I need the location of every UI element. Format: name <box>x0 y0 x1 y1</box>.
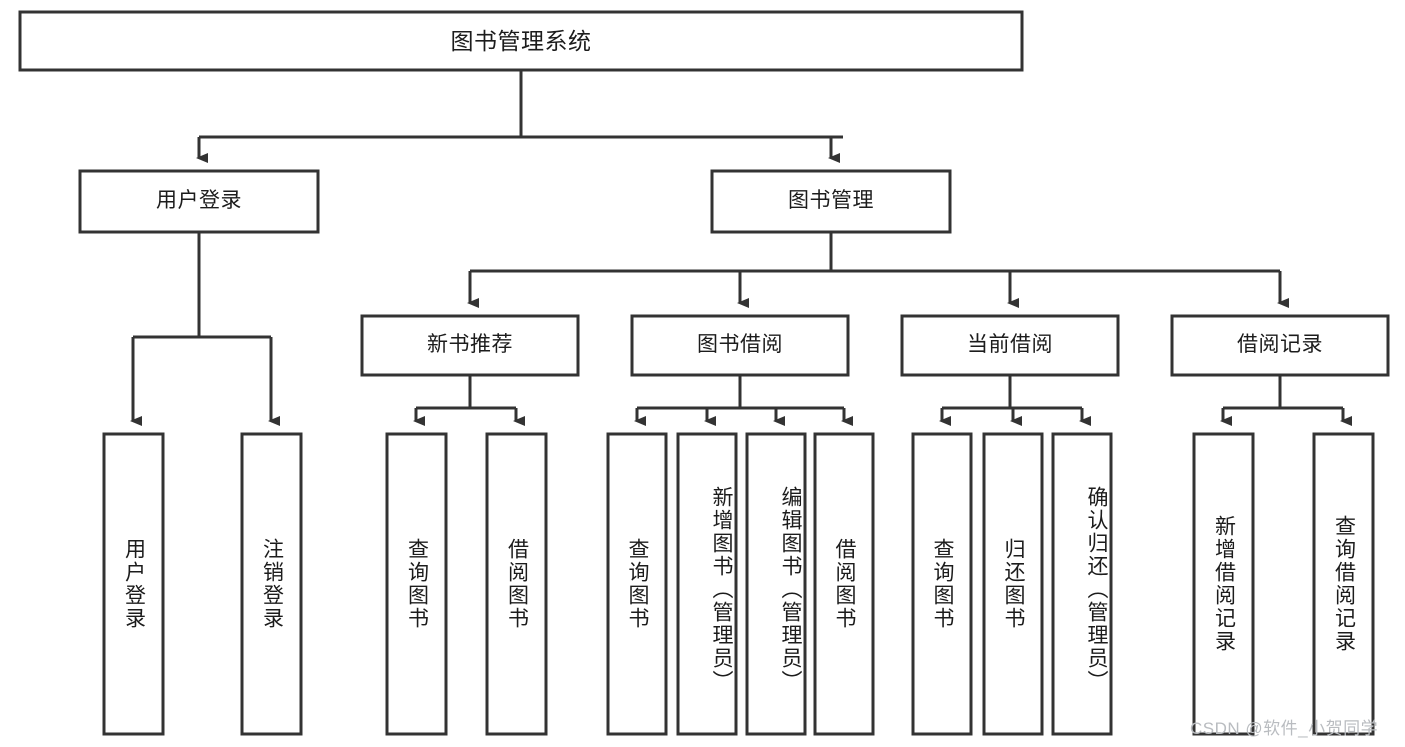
leaf-box-edit-book[interactable] <box>745 432 807 736</box>
leaf-box-query-book-3[interactable] <box>911 432 973 736</box>
node-box-book-manage[interactable] <box>710 169 952 234</box>
leaf-box-confirm-return[interactable] <box>1051 432 1113 736</box>
connector-current-borrow-to-leaves <box>939 375 1091 426</box>
leaf-box-query-book-2[interactable] <box>606 432 668 736</box>
leaf-box-add-record[interactable] <box>1192 432 1255 736</box>
connector-root-to-level1 <box>196 70 843 163</box>
leaf-box-query-record[interactable] <box>1312 432 1375 736</box>
node-box-user-login[interactable] <box>78 169 320 234</box>
node-box-book-borrow[interactable] <box>630 314 850 377</box>
connector-user-login-to-leaves <box>130 232 280 426</box>
node-box-new-book-recommend[interactable] <box>360 314 580 377</box>
node-box-root[interactable] <box>18 10 1024 72</box>
connector-book-manage-to-level2 <box>467 232 1289 308</box>
connector-borrow-record-to-leaves <box>1220 375 1352 426</box>
leaf-box-query-book-1[interactable] <box>385 432 448 736</box>
leaf-box-add-book[interactable] <box>676 432 738 736</box>
leaf-box-borrow-book-1[interactable] <box>485 432 548 736</box>
connector-book-borrow-to-leaves <box>634 375 853 426</box>
csdn-watermark: CSDN @软件_小贺同学 <box>1190 719 1379 738</box>
node-box-borrow-record[interactable] <box>1170 314 1390 377</box>
leaf-box-return-book[interactable] <box>982 432 1044 736</box>
leaf-box-logout[interactable] <box>240 432 303 736</box>
leaf-box-borrow-book-2[interactable] <box>813 432 875 736</box>
node-box-current-borrow[interactable] <box>900 314 1120 377</box>
leaf-box-user-login[interactable] <box>102 432 165 736</box>
connector-new-book-recommend-to-leaves <box>413 375 525 426</box>
